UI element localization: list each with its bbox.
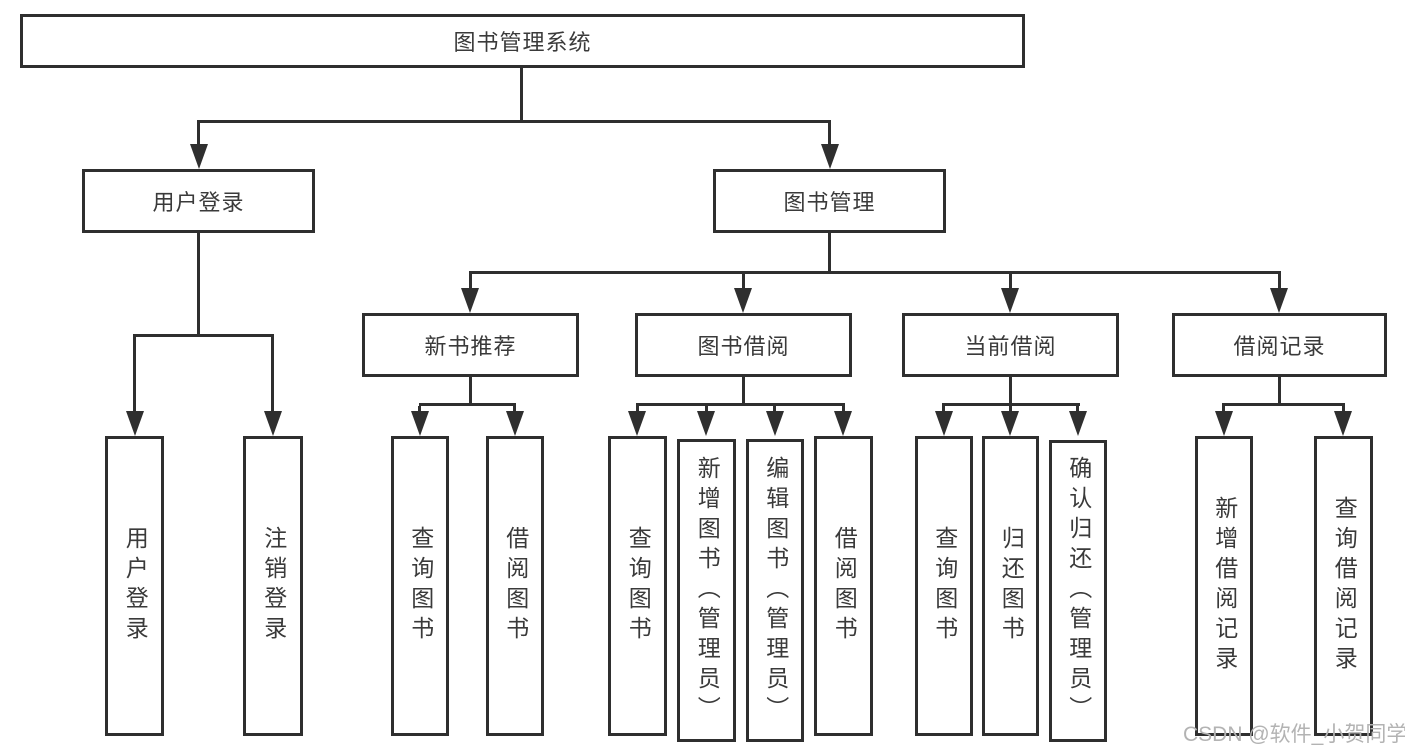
node-user-login: 用户登录: [82, 169, 315, 233]
node-book-management-label: 图书管理: [783, 190, 876, 215]
connector-line: [742, 377, 745, 405]
node-book-borrowing-label: 图书借阅: [697, 334, 790, 359]
connector-line: [1222, 403, 1345, 406]
arrow-down-icon: [935, 411, 953, 436]
arrow-down-icon: [1215, 411, 1233, 436]
connector-line: [197, 233, 200, 336]
connector-line: [469, 271, 1281, 274]
arrow-down-icon: [766, 411, 784, 436]
leaf-borrowing-add-books-admin: 新增图书（管理员）: [677, 439, 736, 742]
arrow-down-icon: [506, 411, 524, 436]
connector-line: [842, 406, 845, 412]
leaf-records-query-record: 查询借阅记录: [1314, 436, 1373, 736]
leaf-borrowing-query-books-label: 查询图书: [625, 526, 652, 646]
arrow-down-icon: [1270, 288, 1288, 313]
connector-line: [513, 406, 516, 412]
connector-line: [1009, 274, 1012, 289]
arrow-down-icon: [1069, 411, 1087, 436]
arrow-down-icon: [734, 288, 752, 313]
leaf-borrowing-query-books: 查询图书: [608, 436, 667, 736]
connector-line: [942, 403, 1080, 406]
arrow-down-icon: [1334, 411, 1352, 436]
arrow-down-icon: [264, 411, 282, 436]
connector-line: [1278, 274, 1281, 289]
connector-line: [828, 233, 831, 273]
leaf-borrowing-borrow-books: 借阅图书: [814, 436, 873, 736]
node-new-book-recommend: 新书推荐: [362, 313, 579, 377]
connector-line: [705, 406, 708, 412]
connector-line: [133, 334, 274, 337]
leaf-current-confirm-return-admin: 确认归还（管理员）: [1049, 440, 1107, 742]
connector-line: [469, 274, 472, 289]
connector-line: [469, 377, 472, 405]
leaf-current-return-books: 归还图书: [982, 436, 1039, 736]
leaf-borrowing-borrow-books-label: 借阅图书: [831, 526, 858, 646]
leaf-user-login: 用户登录: [105, 436, 164, 736]
connector-line: [742, 274, 745, 289]
leaf-logout-label: 注销登录: [260, 526, 287, 646]
connector-line: [1009, 406, 1012, 412]
node-borrowing-records-label: 借阅记录: [1233, 334, 1326, 359]
connector-line: [942, 406, 945, 412]
connector-line: [520, 68, 523, 122]
leaf-current-return-books-label: 归还图书: [998, 526, 1025, 646]
leaf-logout: 注销登录: [243, 436, 303, 736]
leaf-borrowing-add-books-admin-label: 新增图书（管理员）: [694, 455, 721, 726]
arrow-down-icon: [1001, 411, 1019, 436]
node-root-label: 图书管理系统: [453, 30, 592, 55]
node-current-borrowing-label: 当前借阅: [964, 334, 1057, 359]
connector-line: [828, 123, 831, 145]
leaf-user-login-label: 用户登录: [122, 526, 149, 646]
connector-line: [197, 120, 831, 123]
leaf-current-confirm-return-admin-label: 确认归还（管理员）: [1065, 456, 1092, 726]
connector-line: [197, 123, 200, 145]
leaf-records-query-record-label: 查询借阅记录: [1331, 496, 1358, 676]
leaf-recommend-borrow-books-label: 借阅图书: [502, 526, 529, 646]
arrow-down-icon: [697, 411, 715, 436]
arrow-down-icon: [190, 144, 208, 169]
leaf-recommend-borrow-books: 借阅图书: [486, 436, 544, 736]
leaf-borrowing-edit-books-admin: 编辑图书（管理员）: [746, 439, 804, 742]
watermark-text: CSDN @软件_小贺同学: [1183, 723, 1405, 746]
node-book-management: 图书管理: [713, 169, 946, 233]
arrow-down-icon: [461, 288, 479, 313]
leaf-current-query-books-label: 查询图书: [931, 526, 958, 646]
connector-line: [773, 406, 776, 412]
connector-line: [1076, 406, 1079, 412]
connector-line: [1222, 406, 1225, 412]
node-book-borrowing: 图书借阅: [635, 313, 852, 377]
arrow-down-icon: [628, 411, 646, 436]
arrow-down-icon: [834, 411, 852, 436]
arrow-down-icon: [126, 411, 144, 436]
connector-line: [133, 337, 136, 412]
connector-line: [418, 406, 421, 412]
node-root: 图书管理系统: [20, 14, 1025, 68]
connector-line: [1009, 377, 1012, 405]
node-current-borrowing: 当前借阅: [902, 313, 1119, 377]
connector-line: [1342, 406, 1345, 412]
arrow-down-icon: [821, 144, 839, 169]
leaf-borrowing-edit-books-admin-label: 编辑图书（管理员）: [762, 455, 789, 726]
node-borrowing-records: 借阅记录: [1172, 313, 1387, 377]
connector-line: [419, 403, 516, 406]
leaf-current-query-books: 查询图书: [915, 436, 973, 736]
leaf-records-add-record-label: 新增借阅记录: [1211, 496, 1238, 676]
arrow-down-icon: [1001, 288, 1019, 313]
leaf-recommend-query-books-label: 查询图书: [407, 526, 434, 646]
connector-line: [636, 406, 639, 412]
arrow-down-icon: [411, 411, 429, 436]
connector-line: [1278, 377, 1281, 405]
connector-line: [636, 403, 845, 406]
node-user-login-label: 用户登录: [152, 190, 245, 215]
connector-line: [271, 337, 274, 412]
leaf-records-add-record: 新增借阅记录: [1195, 436, 1253, 736]
leaf-recommend-query-books: 查询图书: [391, 436, 449, 736]
node-new-book-recommend-label: 新书推荐: [424, 334, 517, 359]
